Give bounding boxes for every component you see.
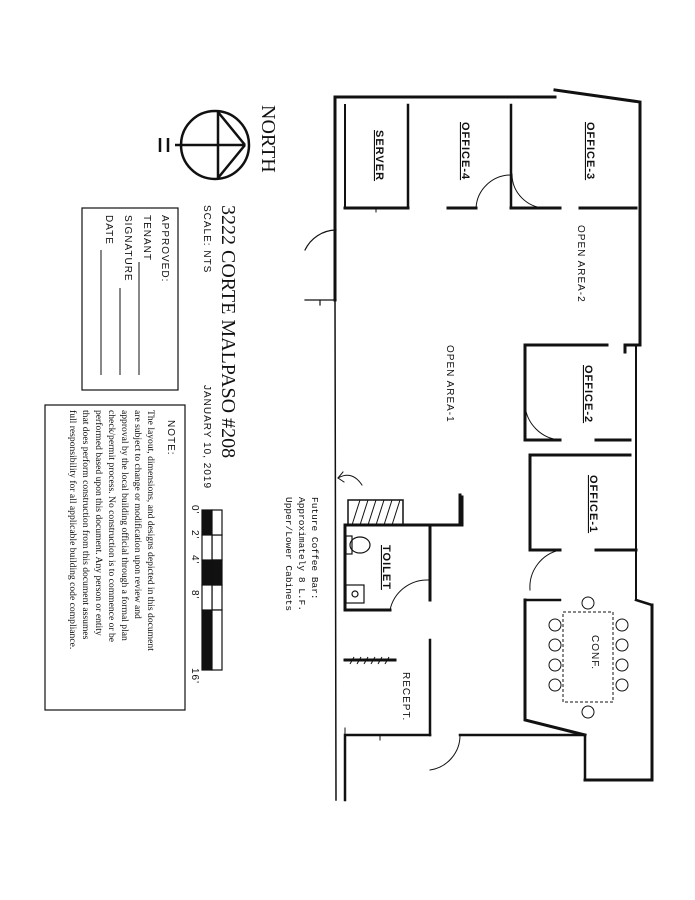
drawing-date: JANUARY 10, 2019 — [201, 385, 212, 489]
room-label-office2: OFFICE-2 — [582, 365, 594, 423]
note-line-6: that does perform construction from this… — [80, 410, 91, 640]
coffee-bar-hatch — [351, 499, 401, 526]
wall-office1 — [528, 453, 638, 552]
conference-table — [548, 596, 629, 719]
note-box — [44, 404, 186, 711]
approval-block: APPROVED: TENANT SIGNATURE DATE — [81, 207, 179, 391]
note-line-2: are subject to change or modification up… — [132, 410, 143, 619]
wall-conf-left — [523, 598, 587, 737]
scale-tick-8: 8' — [189, 590, 200, 599]
sink-icon — [345, 584, 365, 604]
door-recept — [429, 734, 461, 771]
coffee-bar-line-3: Upper/Lower Cabinets — [283, 497, 294, 611]
scale-bar-seg-7 — [201, 534, 213, 561]
north-label: NORTH — [257, 105, 279, 173]
outer-wall-left — [334, 299, 337, 801]
note-line-7: full responsibility for all applicable b… — [67, 410, 78, 649]
window-sill — [344, 727, 381, 741]
approval-date: DATE — [103, 215, 114, 245]
coffee-bar-arrowhead — [337, 471, 345, 483]
scale-bar-seg-4 — [211, 584, 223, 611]
approval-heading: APPROVED: — [159, 215, 170, 282]
wall-toilet — [343, 523, 432, 612]
outer-wall-bottom — [343, 733, 587, 802]
coffee-bar-line-2: Approximately 8 L.F. — [296, 497, 307, 611]
coffee-bar-line-1: Future Coffee Bar: — [309, 497, 320, 600]
scale-bar-seg-2 — [211, 534, 223, 561]
room-label-toilet: TOILET — [380, 545, 392, 590]
room-label-office3: OFFICE-3 — [584, 122, 596, 180]
approval-tenant: TENANT — [141, 215, 152, 261]
toilet-bowl-icon — [349, 536, 371, 554]
note-heading: NOTE: — [165, 420, 176, 456]
scale-bar-seg-9 — [201, 584, 213, 611]
note-line-5: performed based upon this document. Any … — [93, 410, 104, 636]
north-arrow-icon — [175, 111, 246, 179]
door-office3 — [511, 173, 547, 209]
scale-bar-seg-10 — [211, 609, 223, 671]
door-office4 — [475, 174, 512, 209]
note-block: NOTE: The layout, dimensions, and design… — [44, 404, 186, 711]
room-label-open-area-1: OPEN AREA-1 — [444, 345, 455, 423]
note-line-1: The layout, dimensions, and designs depi… — [145, 410, 156, 651]
room-label-open-area-2: OPEN AREA-2 — [575, 225, 586, 303]
room-label-office1: OFFICE-1 — [587, 475, 599, 533]
scale-bar-seg-1 — [201, 509, 213, 536]
scale-bar-seg-3 — [201, 559, 213, 586]
north-arrow-tail — [158, 138, 170, 152]
coffee-bar-note: Future Coffee Bar: Approximately 8 L.F. … — [283, 497, 320, 611]
approval-signature: SIGNATURE — [122, 215, 133, 282]
toilet-tank-icon — [345, 535, 353, 555]
project-title: 3222 CORTE MALPASO #208 — [217, 205, 239, 458]
approval-box — [81, 207, 179, 391]
conference-chairs — [548, 596, 629, 719]
wall-office2 — [523, 343, 639, 442]
floor-plan — [304, 88, 654, 802]
scale-label: SCALE: NTS — [201, 205, 212, 273]
toilet-fixtures — [345, 535, 371, 604]
door-office2 — [524, 404, 561, 441]
north-arrow — [158, 109, 251, 181]
conference-table-top — [562, 611, 614, 703]
room-label-server: SERVER — [373, 130, 385, 181]
scale-bar-seg-8 — [211, 559, 223, 586]
scale-tick-4: 4' — [189, 555, 200, 564]
scale-tick-2: 2' — [189, 530, 200, 539]
scale-bar-seg-5 — [201, 609, 213, 671]
outer-wall-lower-right — [583, 603, 654, 782]
room-label-recept: RECEPT. — [400, 672, 411, 721]
wall-conf-top — [523, 598, 654, 607]
recept-hatch — [349, 656, 390, 665]
scale-bar-seg-6 — [211, 509, 223, 536]
outer-wall-west — [333, 88, 642, 347]
door-toilet — [389, 579, 429, 611]
note-line-4: check/permit process. No construction is… — [106, 410, 117, 642]
scale-bar — [201, 509, 223, 671]
door-office1 — [529, 549, 561, 591]
coffee-bar-arrow — [337, 474, 363, 486]
room-label-office4: OFFICE-4 — [459, 122, 471, 180]
room-label-conf: CONF. — [589, 635, 600, 670]
note-line-3: approval by the local building official … — [119, 410, 130, 641]
scale-tick-0: 0' — [189, 505, 200, 514]
scale-tick-16: 16' — [189, 668, 200, 684]
entry-door — [304, 229, 337, 306]
